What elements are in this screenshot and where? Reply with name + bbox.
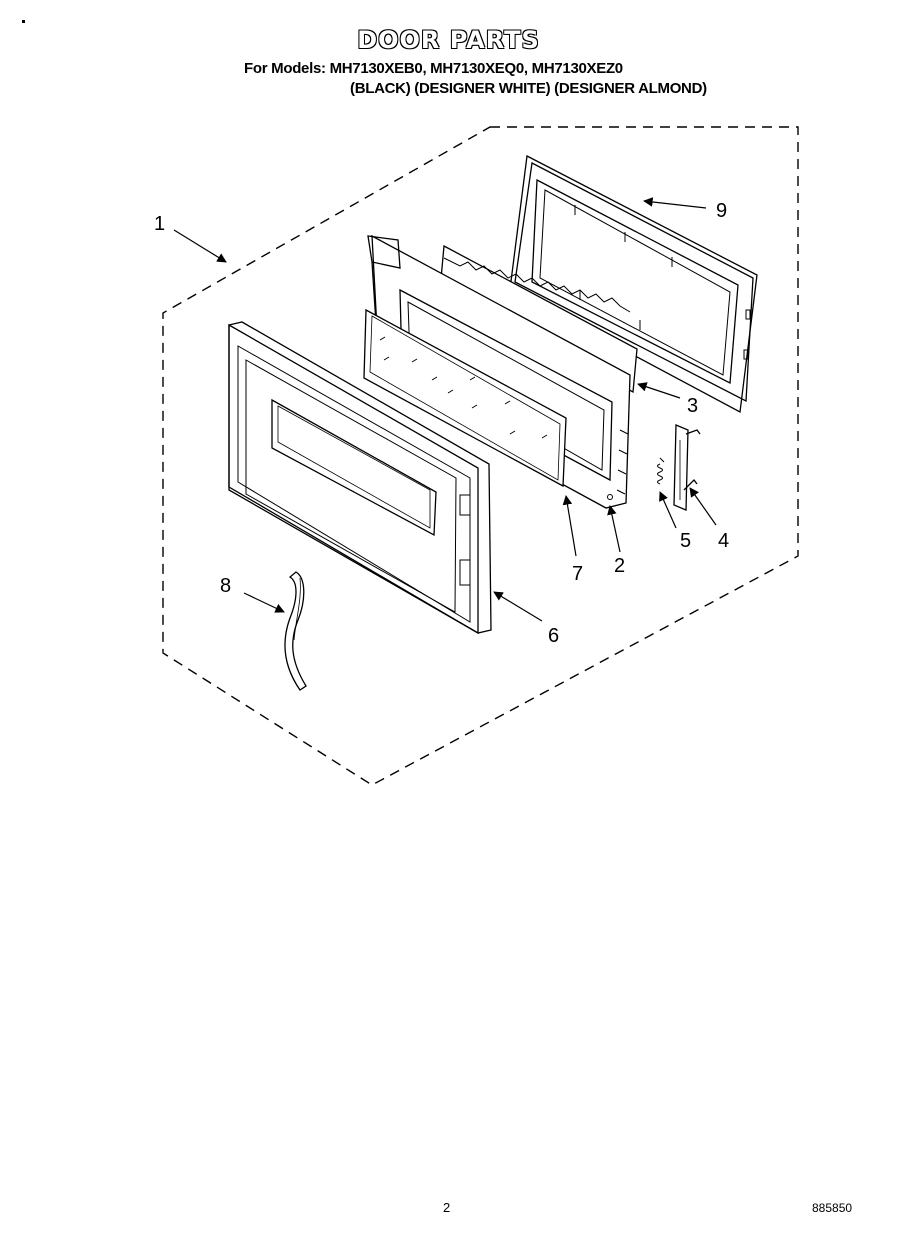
leader-7: [562, 495, 577, 557]
callout-9: 9: [716, 200, 727, 222]
callout-5: 5: [680, 530, 691, 552]
part-9-choke-frame: [509, 154, 758, 414]
page-number: 2: [443, 1200, 451, 1215]
colors-line: (BLACK) (DESIGNER WHITE) (DESIGNER ALMON…: [350, 80, 707, 97]
part-8-handle: [284, 571, 307, 691]
part-4-latch: [673, 424, 701, 511]
callout-7: 7: [572, 563, 583, 585]
leader-9: [643, 197, 707, 209]
callout-4: 4: [718, 530, 729, 552]
corner-mark: [22, 20, 25, 23]
callout-3: 3: [687, 395, 698, 417]
callout-2: 2: [614, 555, 625, 577]
assembly-boundary: [162, 126, 799, 786]
leader-5: [659, 491, 677, 529]
models-line: For Models: MH7130XEB0, MH7130XEQ0, MH71…: [244, 60, 623, 77]
leader-1: [173, 229, 227, 263]
document-number: 885850: [812, 1201, 853, 1215]
page-title: DOOR PARTS: [357, 26, 540, 54]
part-6-outer-door: [228, 321, 492, 635]
part-7-glass-panel: [363, 308, 567, 488]
callout-1: 1: [154, 213, 165, 235]
callout-8: 8: [220, 575, 231, 597]
leader-2: [607, 505, 621, 553]
leader-8: [243, 592, 285, 613]
callout-6: 6: [548, 625, 559, 647]
leader-4: [689, 487, 717, 526]
leader-3: [637, 382, 681, 399]
leader-lines: [173, 197, 717, 622]
part-5-spring: [657, 457, 665, 485]
leader-6: [493, 591, 543, 622]
